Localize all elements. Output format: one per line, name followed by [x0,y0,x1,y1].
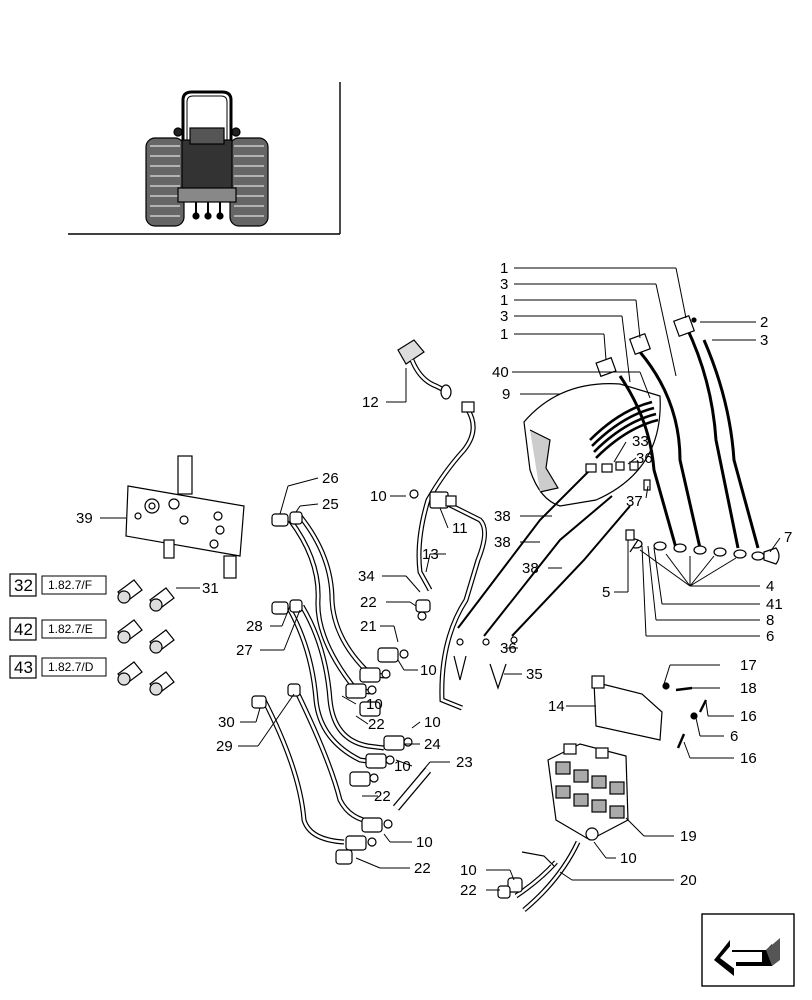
callout-22: 22 [460,882,477,899]
callout-6: 6 [730,728,738,745]
callout-1: 1 [500,260,508,277]
reference-code: 1.82.7/F [48,578,92,592]
part-19-valve-block [547,743,629,841]
callout-26: 26 [322,470,339,487]
callout-27: 27 [236,642,253,659]
callout-19: 19 [680,828,697,845]
leader-lines [100,267,781,891]
part-23-pipe [392,767,432,811]
part-38-rods [453,469,631,690]
callout-10: 10 [366,696,383,713]
reference-number: 42 [14,620,33,639]
callout-28: 28 [246,618,263,635]
callout-39: 39 [76,510,93,527]
callout-38: 38 [494,508,511,525]
callout-13: 13 [422,546,439,563]
callout-29: 29 [216,738,233,755]
callout-1: 1 [500,292,508,309]
callout-41: 41 [766,596,783,613]
reference-code: 1.82.7/E [48,622,93,636]
callout-5: 5 [602,584,610,601]
callout-14: 14 [548,698,565,715]
washer-row [625,535,780,565]
callout-10: 10 [394,758,411,775]
callout-36: 36 [636,450,653,467]
callout-9: 9 [502,386,510,403]
callout-8: 8 [766,612,774,629]
part-12-bracket [397,339,452,400]
reference-box-32[interactable]: 32 1.82.7/F [9,573,107,597]
part-20-hoses [497,840,581,912]
reference-number: 32 [14,576,33,595]
hardware-33-36-37 [585,461,651,541]
callout-6: 6 [766,628,774,645]
callout-10: 10 [460,862,477,879]
callout-7: 7 [784,529,792,546]
callout-22: 22 [374,788,391,805]
callout-34: 34 [358,568,375,585]
reference-box-42[interactable]: 42 1.82.7/E [9,617,107,641]
callout-10: 10 [370,488,387,505]
part-34-tube [429,491,487,711]
callout-10: 10 [416,834,433,851]
callout-3: 3 [500,308,508,325]
callout-18: 18 [740,680,757,697]
callout-labels: 1 3 1 3 1 2 3 40 9 12 33 36 37 7 26 25 1… [76,260,792,899]
part-13-tube [416,401,476,592]
fittings-cluster [335,489,431,865]
callout-38: 38 [494,534,511,551]
callout-11: 11 [452,520,468,537]
callout-17: 17 [740,657,757,674]
reference-box-43[interactable]: 43 1.82.7/D [9,655,107,679]
callout-22: 22 [368,716,385,733]
reference-code: 1.82.7/D [48,660,94,674]
reference-number: 43 [14,658,33,677]
callout-16: 16 [740,708,757,725]
callout-22: 22 [360,594,377,611]
callout-21: 21 [360,618,377,635]
callout-2: 2 [760,314,768,331]
callout-1: 1 [500,326,508,343]
hoses-27-28 [271,599,385,765]
callout-37: 37 [626,493,643,510]
callout-36: 36 [500,640,517,657]
hoses-29-30 [251,683,375,845]
callout-33: 33 [632,433,649,450]
callout-25: 25 [322,496,339,513]
hoses-25-26 [271,511,385,695]
callout-40: 40 [492,364,509,381]
callout-35: 35 [526,666,543,683]
previous-page-arrow-icon[interactable] [701,913,795,987]
callout-4: 4 [766,578,774,595]
callout-10: 10 [420,662,437,679]
quick-couplers-group [117,579,175,696]
part-14-bracket [591,675,708,749]
part-39-plate [125,455,245,579]
tractor-rear-view-icon [68,82,341,235]
callout-23: 23 [456,754,473,771]
callout-10: 10 [424,714,441,731]
callout-22: 22 [414,860,431,877]
part-1-3-rods [595,314,760,549]
callout-31: 31 [202,580,219,597]
callout-24: 24 [424,736,441,753]
callout-10: 10 [620,850,637,867]
callout-3: 3 [760,332,768,349]
callout-16: 16 [740,750,757,767]
callout-20: 20 [680,872,697,889]
callout-3: 3 [500,276,508,293]
callout-30: 30 [218,714,235,731]
callout-12: 12 [362,394,379,411]
callout-38: 38 [522,560,539,577]
